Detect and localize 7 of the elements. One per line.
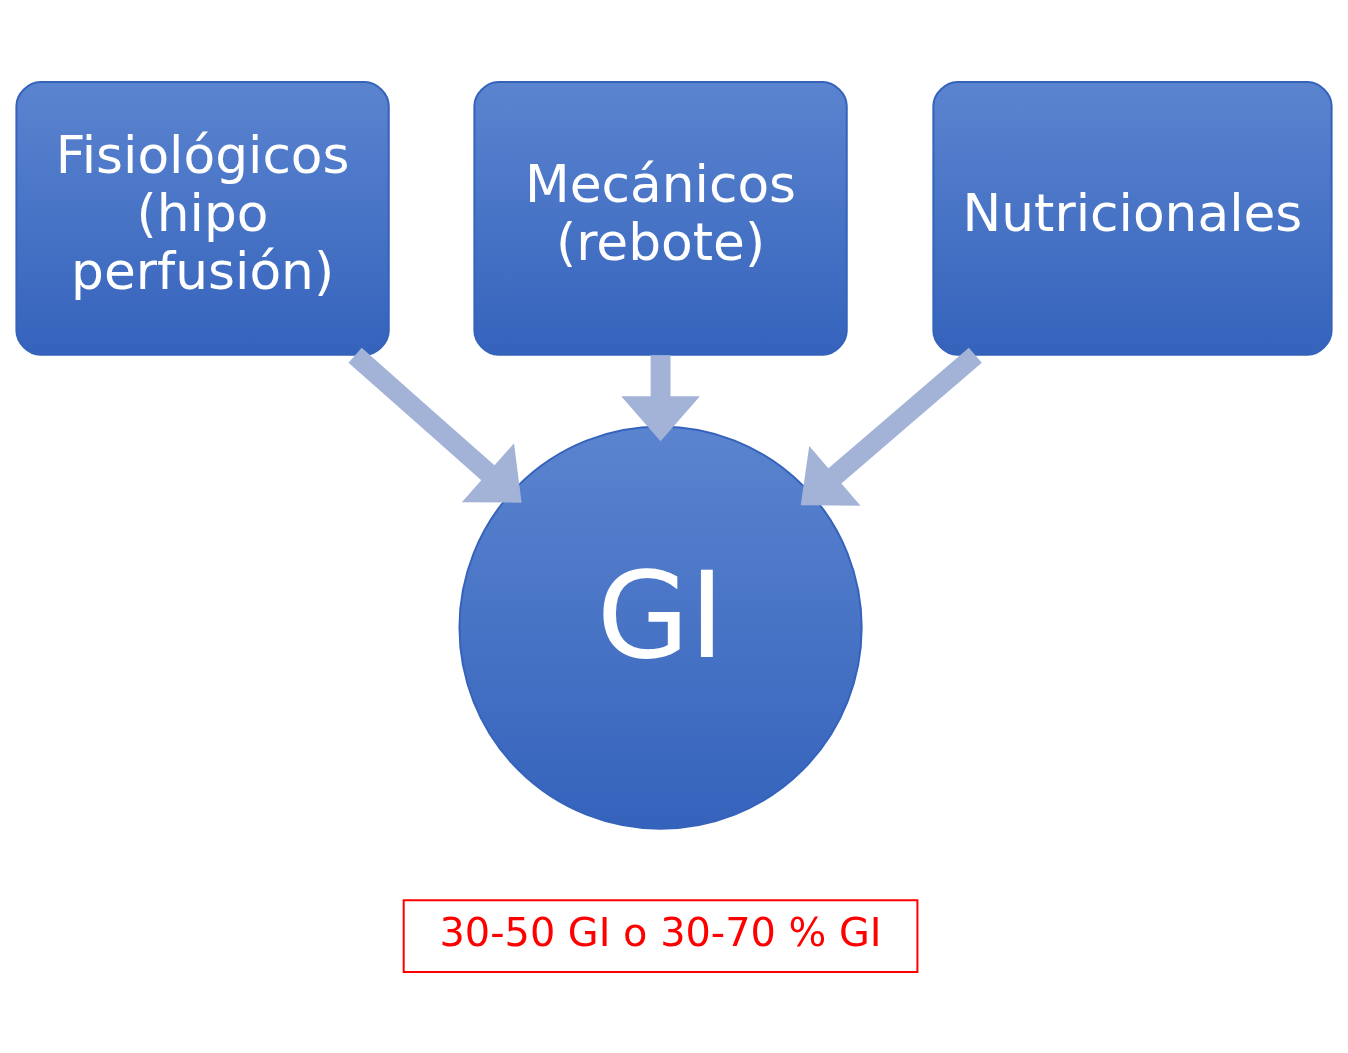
node-box: 30-50 GI o 30-70 % GI (402, 898, 919, 973)
node-box: Fisiológicos (hipo perfusión) (15, 80, 390, 356)
node-box: Nutricionales (932, 80, 1333, 356)
node-box: Mecánicos (rebote) (473, 80, 848, 356)
arrow (348, 347, 522, 503)
arrow (800, 347, 982, 506)
arrow (621, 354, 700, 441)
